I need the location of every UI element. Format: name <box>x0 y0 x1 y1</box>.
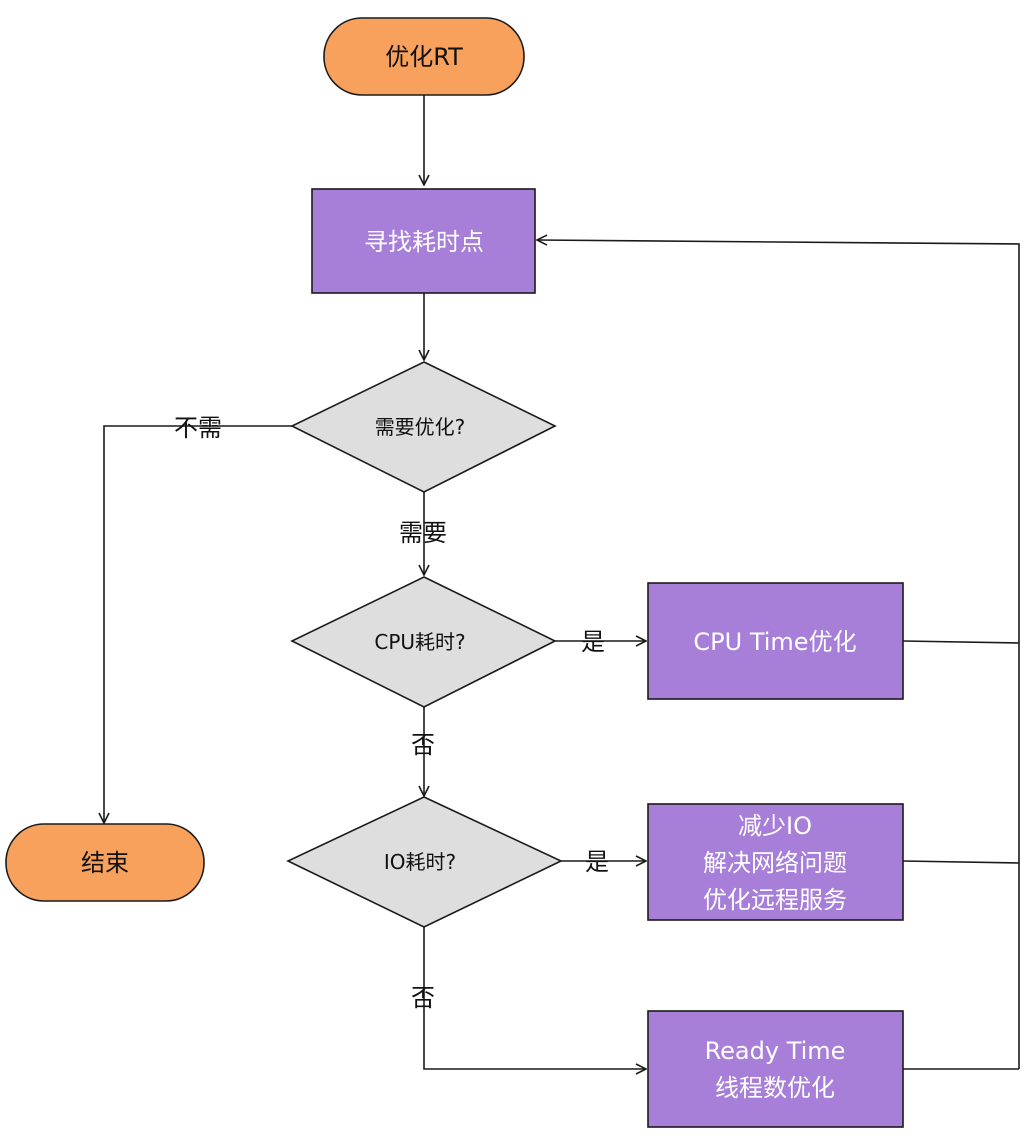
node-cpu-opt: CPU Time优化 <box>647 582 904 700</box>
edges <box>104 95 1020 1069</box>
end-terminal-shape <box>5 823 205 902</box>
io-check-decision-shape <box>286 796 563 928</box>
ready-line-2: 线程数优化 <box>715 1074 835 1102</box>
edge-io-opt-to-loop <box>902 860 1020 864</box>
edge-cpu-opt-to-loop <box>902 640 1020 644</box>
end-label: 结束 <box>81 849 129 877</box>
node-io-opt: 减少IO 解决网络问题 优化远程服务 <box>647 803 904 921</box>
io-opt-line-3: 优化远程服务 <box>703 886 847 914</box>
cpu-opt-process-shape <box>647 582 904 700</box>
io-check-label: IO耗时? <box>384 850 456 874</box>
node-need-opt: 需要优化? <box>290 361 557 493</box>
edge-label-io-no: 否 <box>411 984 435 1012</box>
io-opt-process-shape <box>647 803 904 921</box>
cpu-check-decision-shape <box>290 576 557 708</box>
io-opt-line-2: 解决网络问题 <box>703 849 847 877</box>
edge-label-need: 需要 <box>399 519 447 547</box>
find-process-shape <box>311 188 536 294</box>
need-opt-label: 需要优化? <box>375 415 466 439</box>
node-start: 优化RT <box>323 17 525 96</box>
node-cpu-check: CPU耗时? <box>290 576 557 708</box>
edge-label-cpu-no: 否 <box>411 731 435 759</box>
start-terminal-shape <box>323 17 525 96</box>
node-io-check: IO耗时? <box>286 796 563 928</box>
edge-label-io-yes: 是 <box>585 848 609 876</box>
node-end: 结束 <box>5 823 205 902</box>
start-label: 优化RT <box>385 43 463 71</box>
need-opt-decision-shape <box>290 361 557 493</box>
cpu-opt-label: CPU Time优化 <box>693 628 856 656</box>
ready-process-shape <box>647 1010 904 1128</box>
node-ready: Ready Time 线程数优化 <box>647 1010 904 1128</box>
find-label: 寻找耗时点 <box>364 228 484 256</box>
ready-line-1: Ready Time <box>705 1037 846 1065</box>
edge-io-check-to-ready <box>423 927 646 1069</box>
edge-labels: 不需 需要 是 否 是 否 <box>174 414 609 1012</box>
edge-loop-back-to-find <box>537 240 1020 1069</box>
edge-need-opt-to-end <box>104 425 292 823</box>
node-find: 寻找耗时点 <box>311 188 536 294</box>
edge-label-no-need: 不需 <box>174 414 222 442</box>
edge-label-cpu-yes: 是 <box>581 628 605 656</box>
io-opt-line-1: 减少IO <box>738 812 812 840</box>
cpu-check-label: CPU耗时? <box>374 630 465 654</box>
